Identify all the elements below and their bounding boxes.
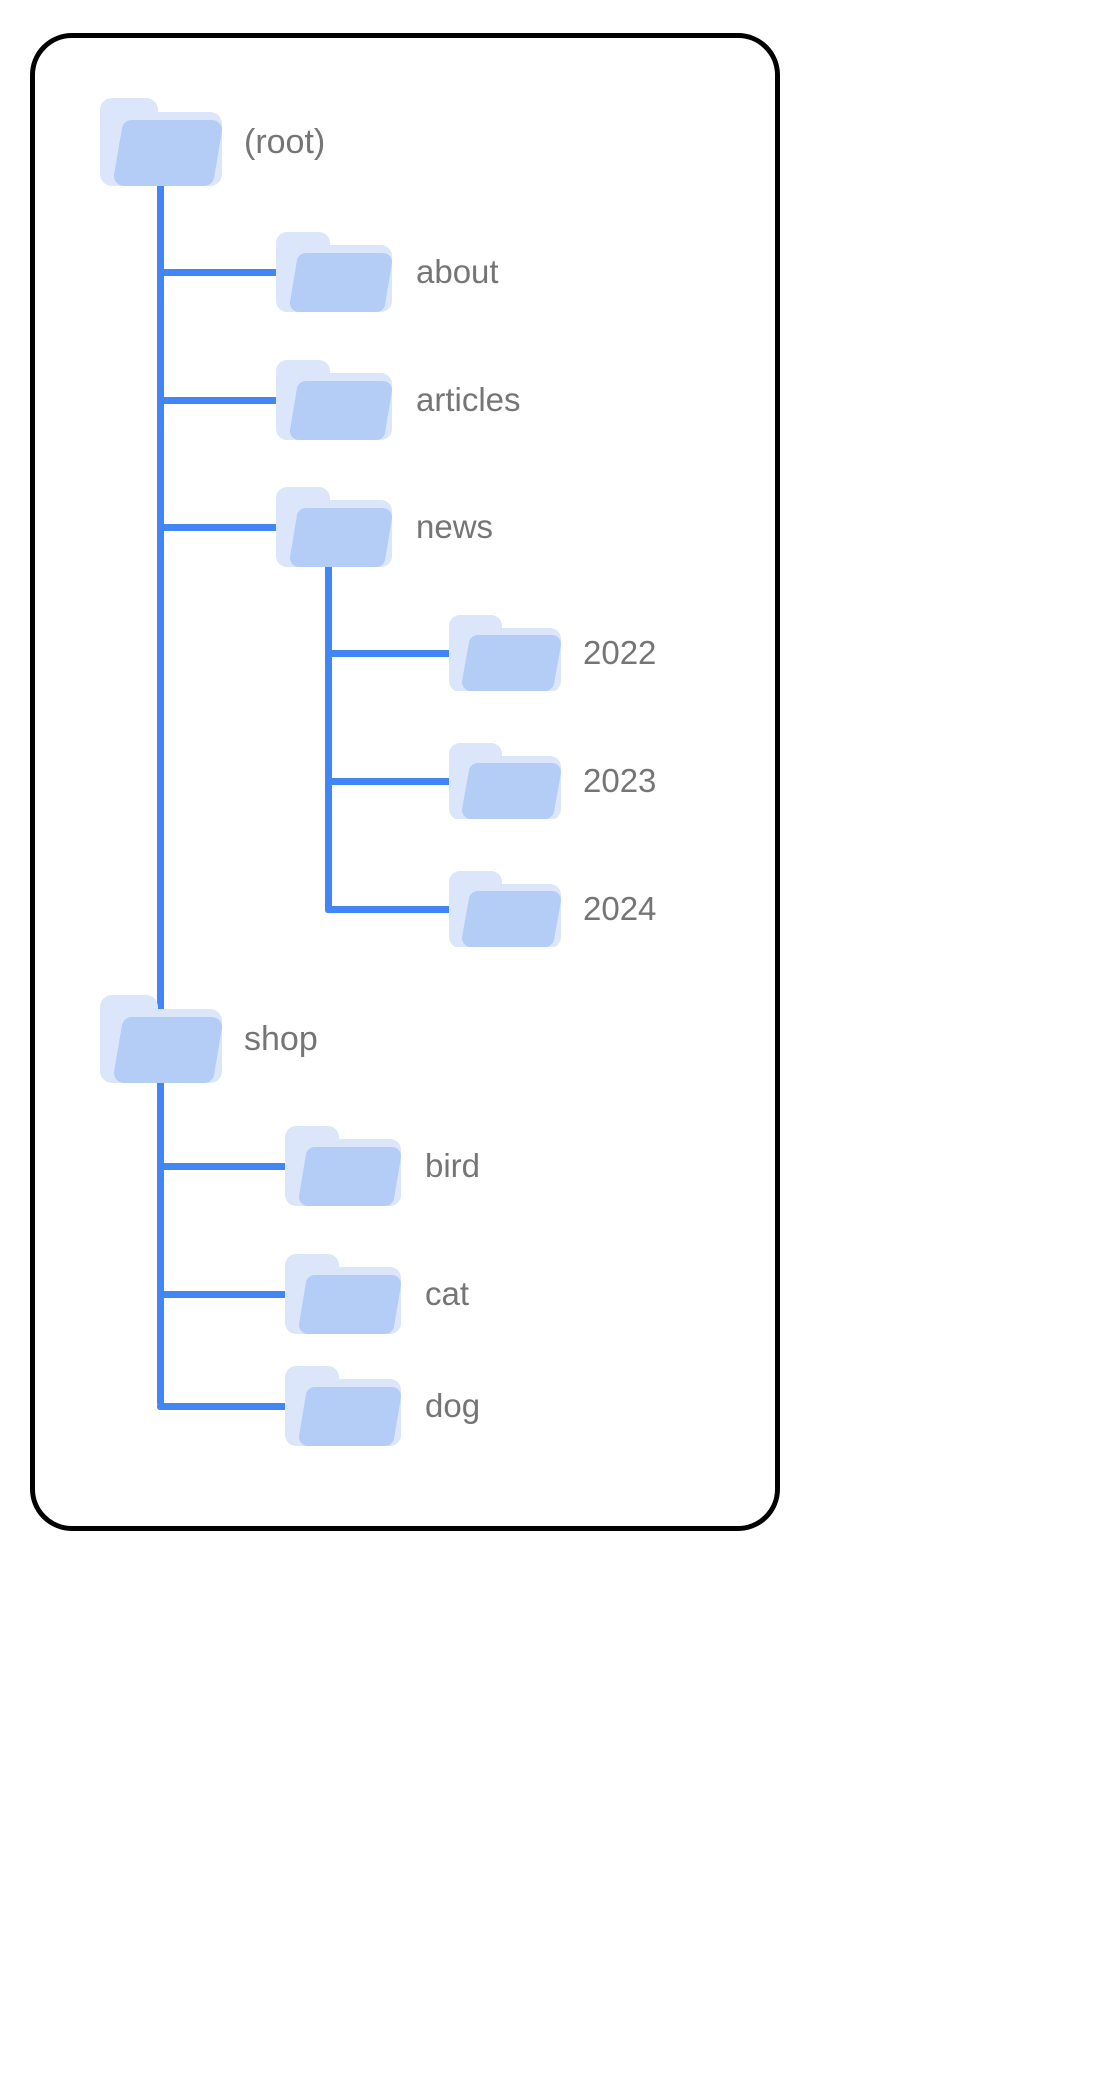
edge-news-trunk bbox=[325, 556, 332, 913]
tree-node-shop-cat[interactable]: cat bbox=[285, 1254, 469, 1334]
folder-icon bbox=[276, 232, 392, 312]
tree-node-label: articles bbox=[416, 381, 521, 418]
tree-node-shop[interactable]: shop bbox=[100, 995, 318, 1083]
tree-node-label: cat bbox=[425, 1275, 470, 1312]
tree-node-label: about bbox=[416, 253, 499, 290]
folder-icon bbox=[276, 360, 392, 440]
folder-icon bbox=[449, 871, 561, 947]
tree-node-label: 2023 bbox=[583, 762, 657, 799]
folder-icon bbox=[449, 743, 561, 819]
folder-icon bbox=[449, 615, 561, 691]
edge-root-trunk bbox=[157, 178, 164, 1406]
folder-icon bbox=[276, 487, 392, 567]
tree-node-shop-dog[interactable]: dog bbox=[285, 1366, 480, 1446]
tree-node-label: bird bbox=[425, 1147, 481, 1184]
tree-node-label: 2024 bbox=[583, 890, 657, 927]
edge-root-to-articles bbox=[157, 397, 287, 404]
folder-icon bbox=[285, 1254, 401, 1334]
tree-node-news-2024[interactable]: 2024 bbox=[449, 871, 656, 947]
tree-node-news[interactable]: news bbox=[276, 487, 493, 567]
tree-node-label: news bbox=[416, 508, 494, 545]
folder-icon bbox=[100, 98, 222, 186]
tree-node-news-2022[interactable]: 2022 bbox=[449, 615, 656, 691]
tree-node-root[interactable]: (root) bbox=[100, 98, 325, 186]
edge-root-to-cat bbox=[157, 1291, 292, 1298]
folder-tree-diagram: (root) about bbox=[100, 98, 656, 1446]
edge-news-to-2022 bbox=[325, 650, 462, 657]
folder-icon bbox=[100, 995, 222, 1083]
edge-root-to-news bbox=[157, 524, 287, 531]
tree-node-about[interactable]: about bbox=[276, 232, 499, 312]
edge-root-to-dog bbox=[157, 1403, 292, 1410]
edge-news-to-2023 bbox=[325, 778, 462, 785]
tree-node-news-2023[interactable]: 2023 bbox=[449, 743, 656, 819]
edge-root-to-bird bbox=[157, 1163, 292, 1170]
tree-node-label: shop bbox=[244, 1019, 318, 1058]
tree-node-label: (root) bbox=[244, 122, 326, 161]
edge-news-to-2024 bbox=[325, 906, 462, 913]
tree-node-shop-bird[interactable]: bird bbox=[285, 1126, 480, 1206]
tree-node-articles[interactable]: articles bbox=[276, 360, 521, 440]
edge-root-to-about bbox=[157, 269, 287, 276]
folder-icon bbox=[285, 1366, 401, 1446]
tree-node-label: dog bbox=[425, 1387, 481, 1424]
folder-icon bbox=[285, 1126, 401, 1206]
tree-node-label: 2022 bbox=[583, 634, 657, 671]
